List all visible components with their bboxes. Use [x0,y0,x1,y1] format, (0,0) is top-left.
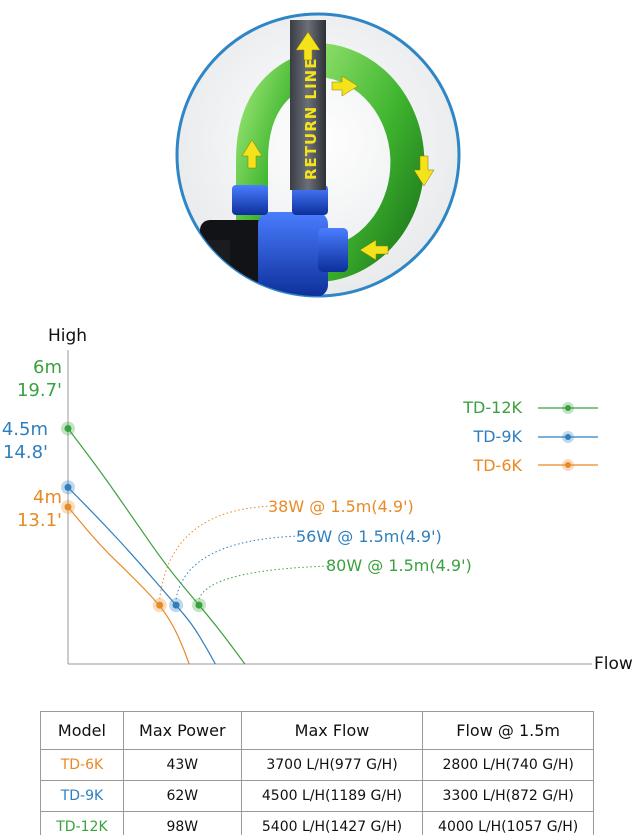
legend-label-td12k: TD-12K [462,398,522,417]
cell-power: 43W [122,749,242,781]
cell-flow-1-5m: 4000 L/H(1057 G/H) [422,811,594,835]
arrow-left-icon [359,239,389,261]
y-tick-12k-m: 6m [33,357,62,378]
table-header-row: Model Max Power Max Flow Flow @ 1.5m [40,711,594,750]
arrow-up-icon [295,31,321,61]
x-axis-label: Flow [594,654,633,674]
y-tick-9k-m: 4.5m [2,419,48,440]
legend-label-td9k: TD-9K [472,427,522,446]
legend-dot-td6k [565,462,571,468]
spec-table: Model Max Power Max Flow Flow @ 1.5m TD-… [40,711,594,835]
table-row: TD-6K 43W 3700 L/H(977 G/H) 2800 L/H(740… [40,749,594,781]
y-tick-9k-ft: 14.8' [3,442,48,463]
leader-line-td9k [175,535,301,600]
y-tick-6k-ft: 13.1' [17,510,62,531]
pump-illustration: RETURN LINE [175,12,461,298]
header-flow-1-5m: Flow @ 1.5m [422,711,594,750]
y-tick-12k-ft: 19.7' [17,380,62,401]
arrow-down-icon [413,155,435,187]
table-row: TD-9K 62W 4500 L/H(1189 G/H) 3300 L/H(87… [40,780,594,812]
header-max-power: Max Power [122,711,242,750]
point-marker-td12k [192,598,206,613]
start-marker-td12k [61,421,75,436]
series-line-td9k [67,486,216,665]
legend-dot-td12k [565,405,571,411]
legend-label-td6k: TD-6K [472,456,522,475]
series-line-td12k [67,428,246,665]
arrow-up-icon [241,139,263,169]
chart-legend: TD-12K TD-9K TD-6K [462,398,598,475]
flow-head-chart: High Flow 6m 19.7' 4.5m 14.8' 4m 13.1' 3… [2,326,633,674]
series-line-td6k [67,506,190,665]
start-marker-td6k [61,500,75,514]
leader-line-td6k [159,505,273,600]
y-axis-label: High [48,326,87,346]
annotation-td6k: 38W @ 1.5m(4.9') [268,497,414,516]
cell-model: TD-12K [40,811,124,835]
header-model: Model [40,711,124,750]
cell-power: 62W [122,780,242,812]
point-marker-td6k [152,598,167,613]
header-max-flow: Max Flow [240,711,424,750]
cell-flow-1-5m: 3300 L/H(872 G/H) [422,780,594,812]
y-tick-6k-m: 4m [33,487,62,508]
start-marker-td9k [61,480,75,495]
cell-flow-1-5m: 2800 L/H(740 G/H) [422,749,594,781]
leader-line-td12k [198,565,331,600]
arrow-right-icon [331,75,359,97]
cell-model: TD-6K [40,749,124,781]
annotation-td12k: 80W @ 1.5m(4.9') [326,556,472,575]
legend-dot-td9k [565,434,571,440]
return-line-label: RETURN LINE [302,58,320,180]
point-marker-td9k [169,598,184,613]
cell-max-flow: 5400 L/H(1427 G/H) [240,811,424,835]
cell-model: TD-9K [40,780,124,812]
annotation-td9k: 56W @ 1.5m(4.9') [296,527,442,546]
cell-max-flow: 3700 L/H(977 G/H) [240,749,424,781]
cell-max-flow: 4500 L/H(1189 G/H) [240,780,424,812]
table-row: TD-12K 98W 5400 L/H(1427 G/H) 4000 L/H(1… [40,811,594,835]
cell-power: 98W [122,811,242,835]
